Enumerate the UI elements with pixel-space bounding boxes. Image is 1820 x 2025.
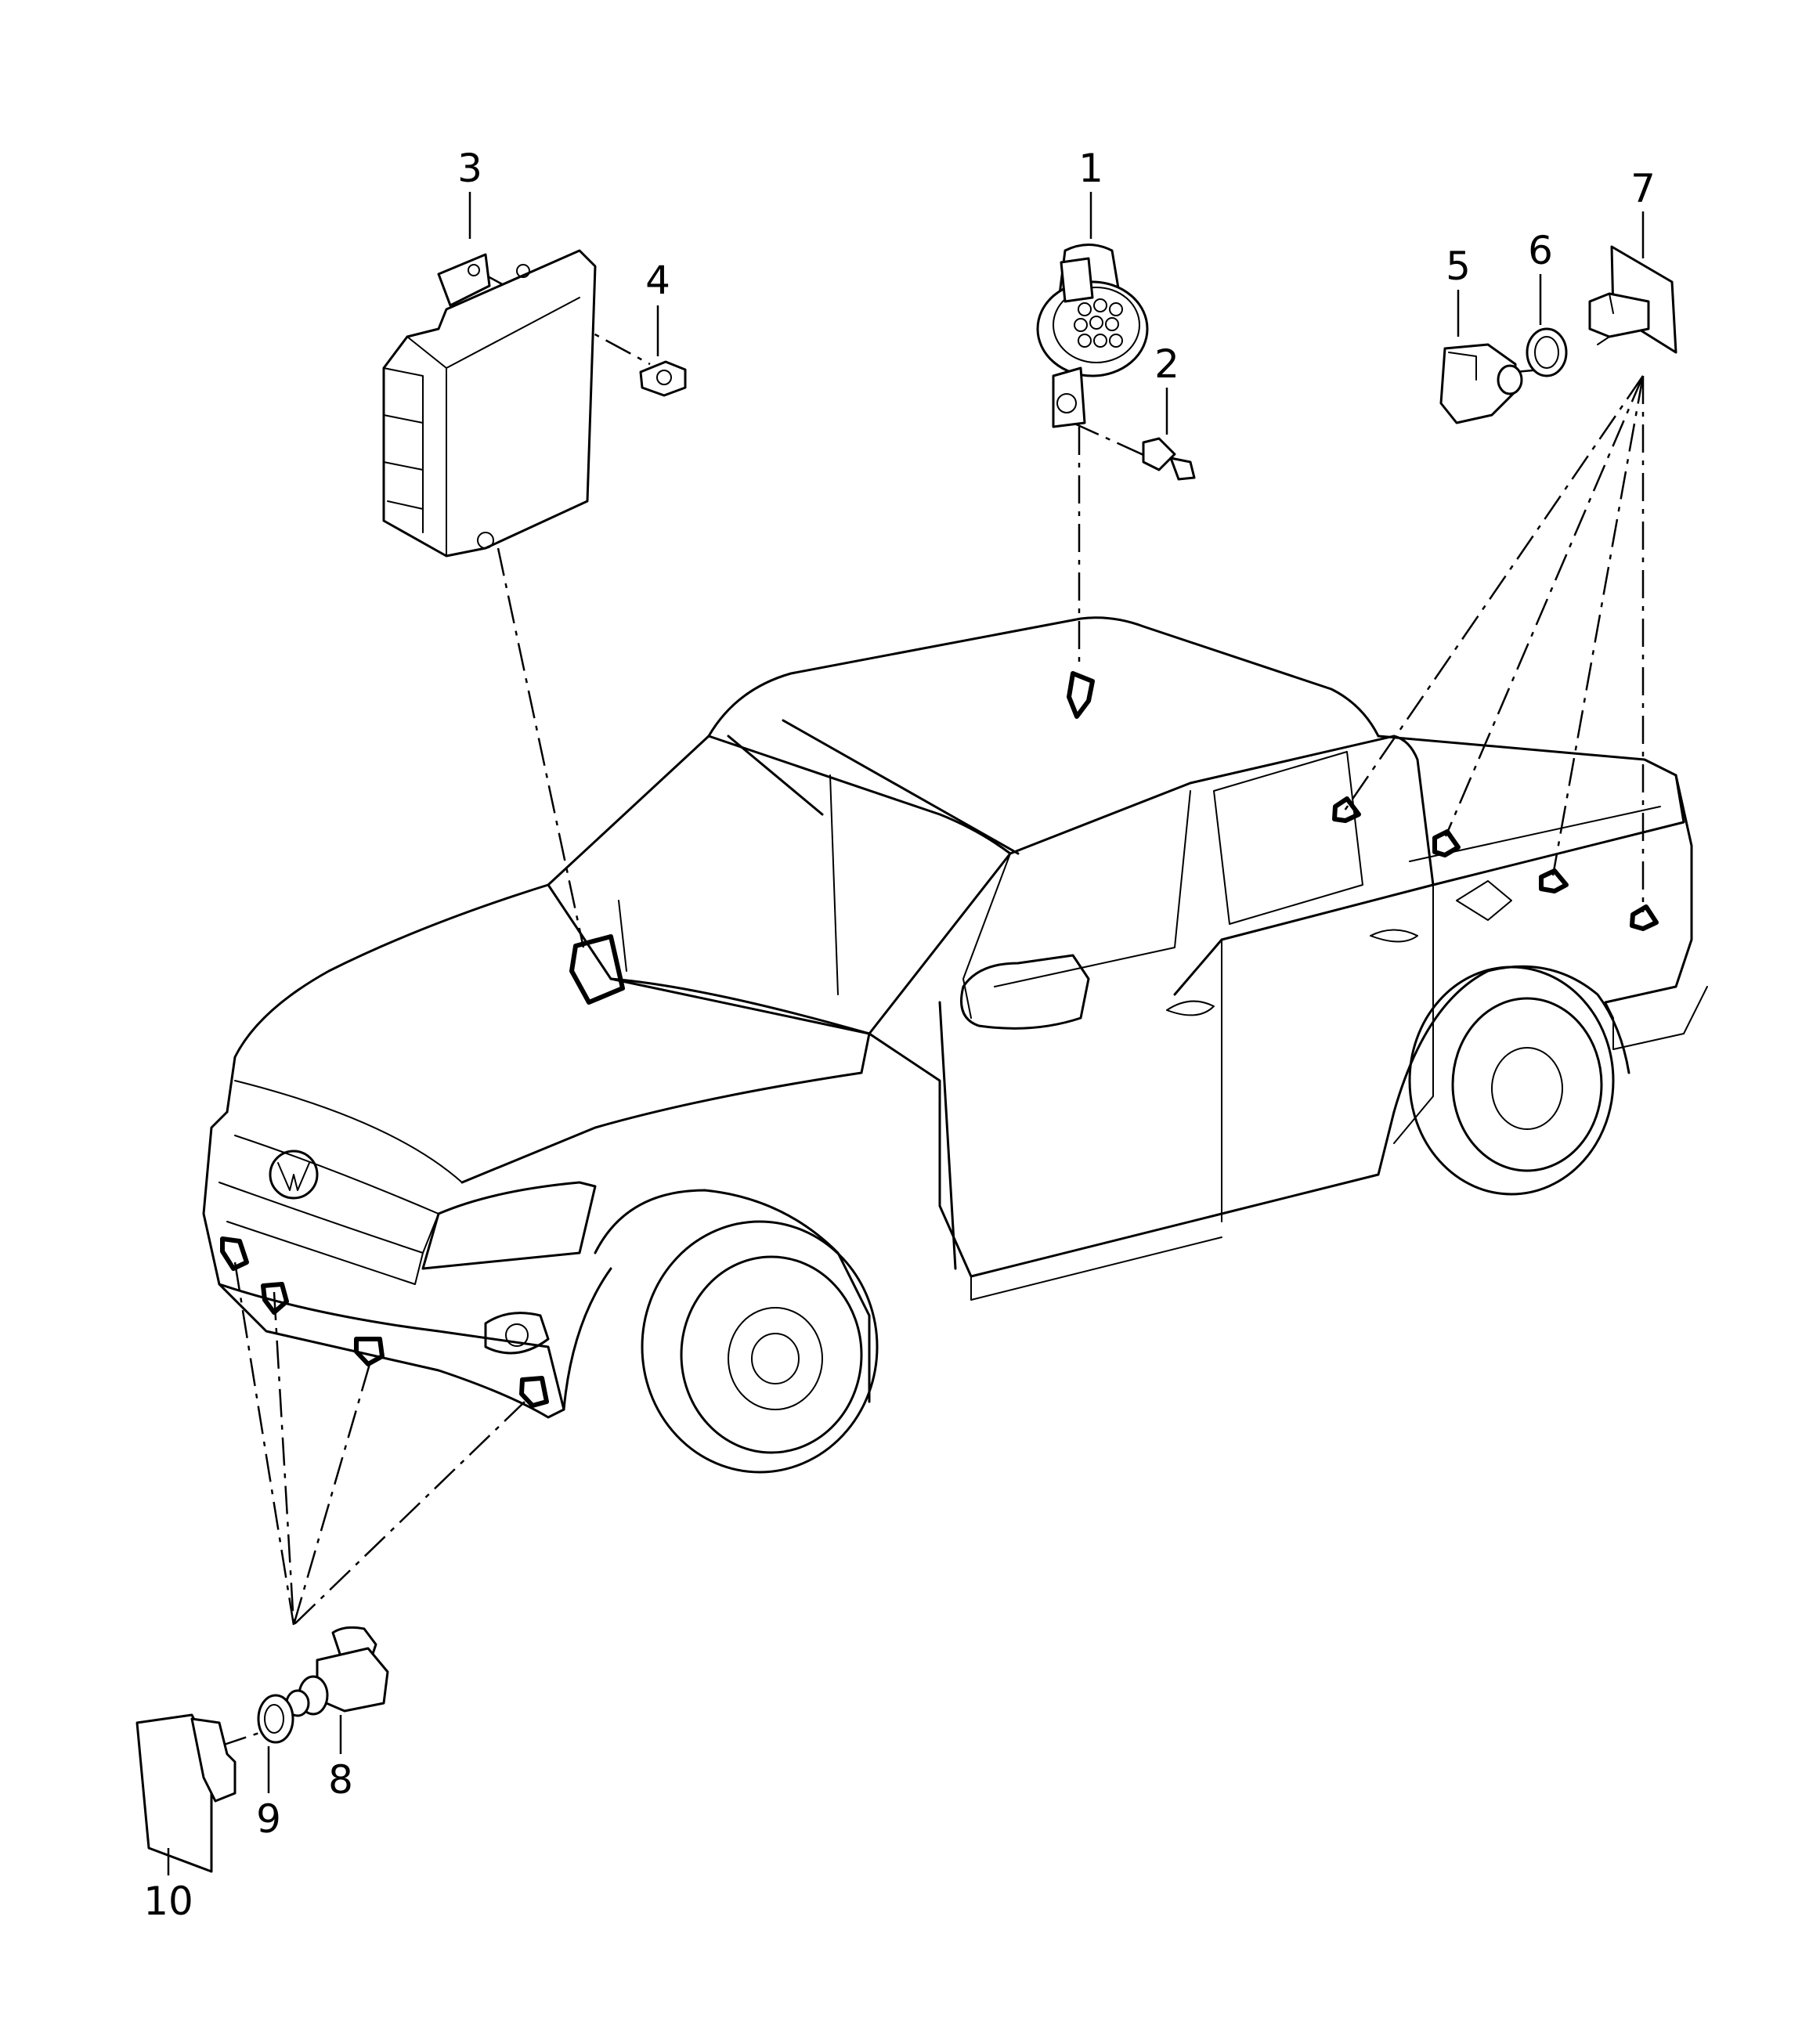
vehicle-pickup-truck bbox=[202, 616, 1708, 1474]
callout-8: 8 bbox=[328, 1757, 353, 1803]
callout-1: 1 bbox=[1078, 146, 1103, 191]
parking-sensor-part-8 bbox=[285, 1626, 389, 1717]
location-markers bbox=[220, 671, 1659, 1408]
front-sensor-marker-3 bbox=[354, 1337, 385, 1366]
callout-leaders bbox=[167, 192, 1645, 1875]
sounder-location-marker bbox=[1067, 671, 1095, 719]
screw-part-2 bbox=[1142, 437, 1196, 481]
callout-2: 2 bbox=[1154, 341, 1179, 387]
callout-6: 6 bbox=[1528, 228, 1553, 273]
sealing-ring-part-9 bbox=[257, 1694, 294, 1744]
control-unit-part-3 bbox=[382, 249, 597, 558]
callout-4: 4 bbox=[645, 258, 670, 303]
sealing-ring-part-6 bbox=[1526, 327, 1568, 377]
callout-numbers: 1 2 3 4 5 6 7 8 9 10 bbox=[143, 146, 1656, 1924]
sensor-bracket-part-7 bbox=[1588, 245, 1677, 354]
rear-sensor-marker-4 bbox=[1630, 904, 1659, 931]
callout-9: 9 bbox=[256, 1796, 281, 1842]
callout-5: 5 bbox=[1446, 244, 1471, 289]
rear-sensor-marker-1 bbox=[1332, 796, 1361, 823]
callout-7: 7 bbox=[1630, 166, 1656, 211]
alarm-sounder-part-1 bbox=[1036, 244, 1149, 428]
callout-3: 3 bbox=[457, 146, 482, 191]
front-sensor-marker-2 bbox=[261, 1282, 289, 1315]
sensor-bracket-part-10 bbox=[135, 1713, 237, 1873]
callout-10: 10 bbox=[143, 1879, 193, 1924]
parking-sensor-part-5 bbox=[1439, 343, 1523, 424]
front-sensor-marker-4 bbox=[519, 1376, 549, 1408]
front-sensor-marker-1 bbox=[220, 1236, 249, 1271]
control-unit-location-marker bbox=[569, 934, 625, 1005]
nut-part-4 bbox=[639, 360, 687, 397]
rear-sensor-marker-2 bbox=[1432, 829, 1461, 857]
rear-sensor-marker-3 bbox=[1539, 868, 1569, 893]
